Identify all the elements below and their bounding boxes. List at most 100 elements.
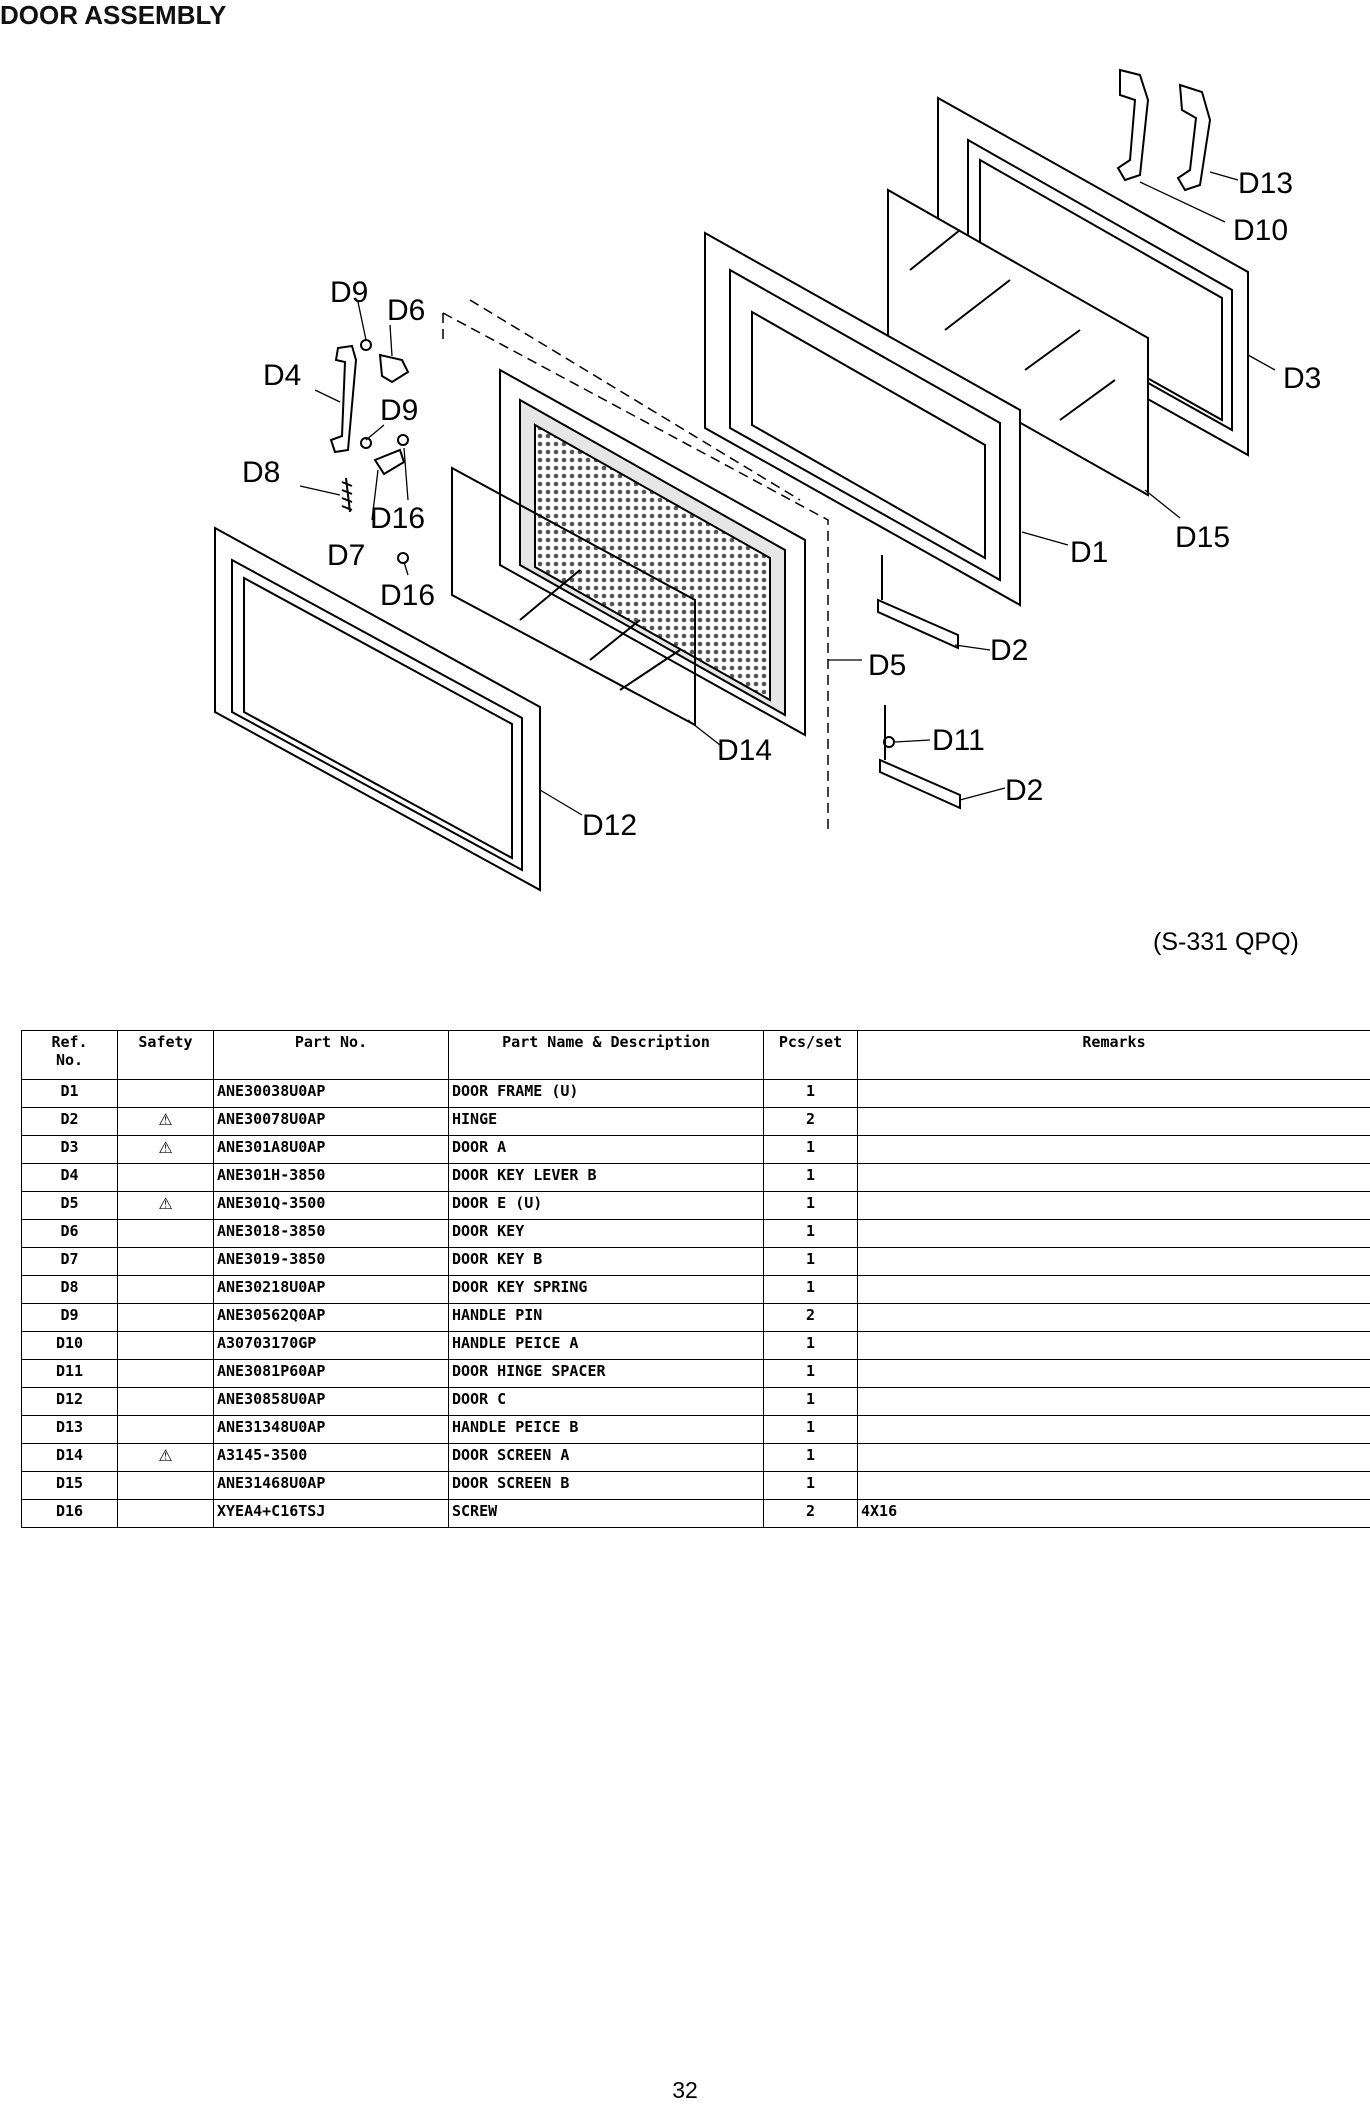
cell-safety: ⚠ <box>117 1135 214 1164</box>
cell-remarks <box>857 1471 1370 1500</box>
cell-pcs: 2 <box>763 1499 858 1528</box>
callout-d14: D14 <box>717 734 772 767</box>
callout-d9a: D9 <box>330 276 368 309</box>
cell-safety <box>117 1499 214 1528</box>
cell-part-name: HANDLE PEICE B <box>448 1415 764 1444</box>
cell-remarks <box>857 1275 1370 1304</box>
callout-d16a: D16 <box>370 502 425 535</box>
callout-leaders <box>299 171 1276 816</box>
cell-part-name: HANDLE PEICE A <box>448 1331 764 1360</box>
cell-pcs: 1 <box>763 1079 858 1108</box>
cell-pcs: 1 <box>763 1359 858 1388</box>
cell-pcs: 1 <box>763 1331 858 1360</box>
door-key-parts <box>329 339 895 748</box>
cell-part-no: ANE3019-3850 <box>213 1247 449 1276</box>
cell-part-no: XYEA4+C16TSJ <box>213 1499 449 1528</box>
cell-safety <box>117 1471 214 1500</box>
door-frame-part <box>704 231 1021 607</box>
cell-part-name: DOOR KEY <box>448 1219 764 1248</box>
callout-d2b: D2 <box>1005 774 1043 807</box>
handle-pieces-part <box>1116 68 1212 192</box>
header-safety: Safety <box>117 1030 214 1080</box>
callout-d16b: D16 <box>380 579 435 612</box>
callout-d2a: D2 <box>990 634 1028 667</box>
cell-part-name: DOOR KEY LEVER B <box>448 1163 764 1192</box>
cell-part-no: A3145-3500 <box>213 1443 449 1472</box>
cell-pcs: 1 <box>763 1191 858 1220</box>
callout-d5: D5 <box>868 649 906 682</box>
cell-part-no: ANE3081P60AP <box>213 1359 449 1388</box>
cell-part-no: ANE30218U0AP <box>213 1275 449 1304</box>
cell-remarks <box>857 1331 1370 1360</box>
cell-part-no: ANE301A8U0AP <box>213 1135 449 1164</box>
callout-d4: D4 <box>263 359 301 392</box>
cell-remarks <box>857 1135 1370 1164</box>
cell-part-no: ANE30038U0AP <box>213 1079 449 1108</box>
cell-part-no: ANE31348U0AP <box>213 1415 449 1444</box>
header-remarks: Remarks <box>857 1030 1370 1080</box>
cell-ref: D10 <box>21 1331 118 1360</box>
callout-d10: D10 <box>1233 214 1288 247</box>
cell-part-no: ANE30858U0AP <box>213 1387 449 1416</box>
cell-safety <box>117 1303 214 1332</box>
cell-part-name: SCREW <box>448 1499 764 1528</box>
callout-d1: D1 <box>1070 536 1108 569</box>
cell-safety <box>117 1415 214 1444</box>
cell-remarks <box>857 1247 1370 1276</box>
cell-ref: D5 <box>21 1191 118 1220</box>
cell-remarks <box>857 1079 1370 1108</box>
cell-ref: D11 <box>21 1359 118 1388</box>
page-number: 32 <box>672 2077 698 2103</box>
header-part-name: Part Name & Description <box>448 1030 764 1080</box>
cell-safety <box>117 1359 214 1388</box>
cell-part-no: ANE301H-3850 <box>213 1163 449 1192</box>
cell-remarks <box>857 1415 1370 1444</box>
cell-ref: D12 <box>21 1387 118 1416</box>
cell-remarks <box>857 1163 1370 1192</box>
cell-part-name: DOOR SCREEN B <box>448 1471 764 1500</box>
callout-d15: D15 <box>1175 521 1230 554</box>
cell-pcs: 2 <box>763 1107 858 1136</box>
cell-remarks <box>857 1219 1370 1248</box>
exploded-view-diagram: D13 D10 D3 D15 D1 D2 D5 D11 D2 D14 D12 D… <box>214 68 1321 892</box>
cell-part-name: HANDLE PIN <box>448 1303 764 1332</box>
parts-table: Ref.No. Safety Part No. Part Name & Desc… <box>21 1030 1370 1528</box>
cell-pcs: 1 <box>763 1471 858 1500</box>
door-c-part <box>214 526 541 892</box>
cell-pcs: 1 <box>763 1163 858 1192</box>
cell-safety: ⚠ <box>117 1443 214 1472</box>
cell-safety <box>117 1163 214 1192</box>
callout-d8: D8 <box>242 456 280 489</box>
cell-pcs: 2 <box>763 1303 858 1332</box>
callout-d6: D6 <box>387 294 425 327</box>
cell-pcs: 1 <box>763 1415 858 1444</box>
cell-remarks: 4X16 <box>857 1499 1370 1528</box>
cell-remarks <box>857 1443 1370 1472</box>
model-code: (S-331 QPQ) <box>1153 928 1299 956</box>
door-e-panel <box>499 368 806 737</box>
cell-ref: D16 <box>21 1499 118 1528</box>
cell-remarks <box>857 1387 1370 1416</box>
cell-ref: D8 <box>21 1275 118 1304</box>
cell-part-name: DOOR FRAME (U) <box>448 1079 764 1108</box>
cell-part-name: DOOR SCREEN A <box>448 1443 764 1472</box>
cell-part-name: HINGE <box>448 1107 764 1136</box>
cell-ref: D13 <box>21 1415 118 1444</box>
cell-remarks <box>857 1107 1370 1136</box>
cell-part-no: A30703170GP <box>213 1331 449 1360</box>
cell-safety <box>117 1219 214 1248</box>
cell-pcs: 1 <box>763 1135 858 1164</box>
door-screen-b-part <box>887 188 1149 497</box>
cell-safety: ⚠ <box>117 1107 214 1136</box>
cell-safety <box>117 1387 214 1416</box>
cell-pcs: 1 <box>763 1275 858 1304</box>
cell-ref: D7 <box>21 1247 118 1276</box>
